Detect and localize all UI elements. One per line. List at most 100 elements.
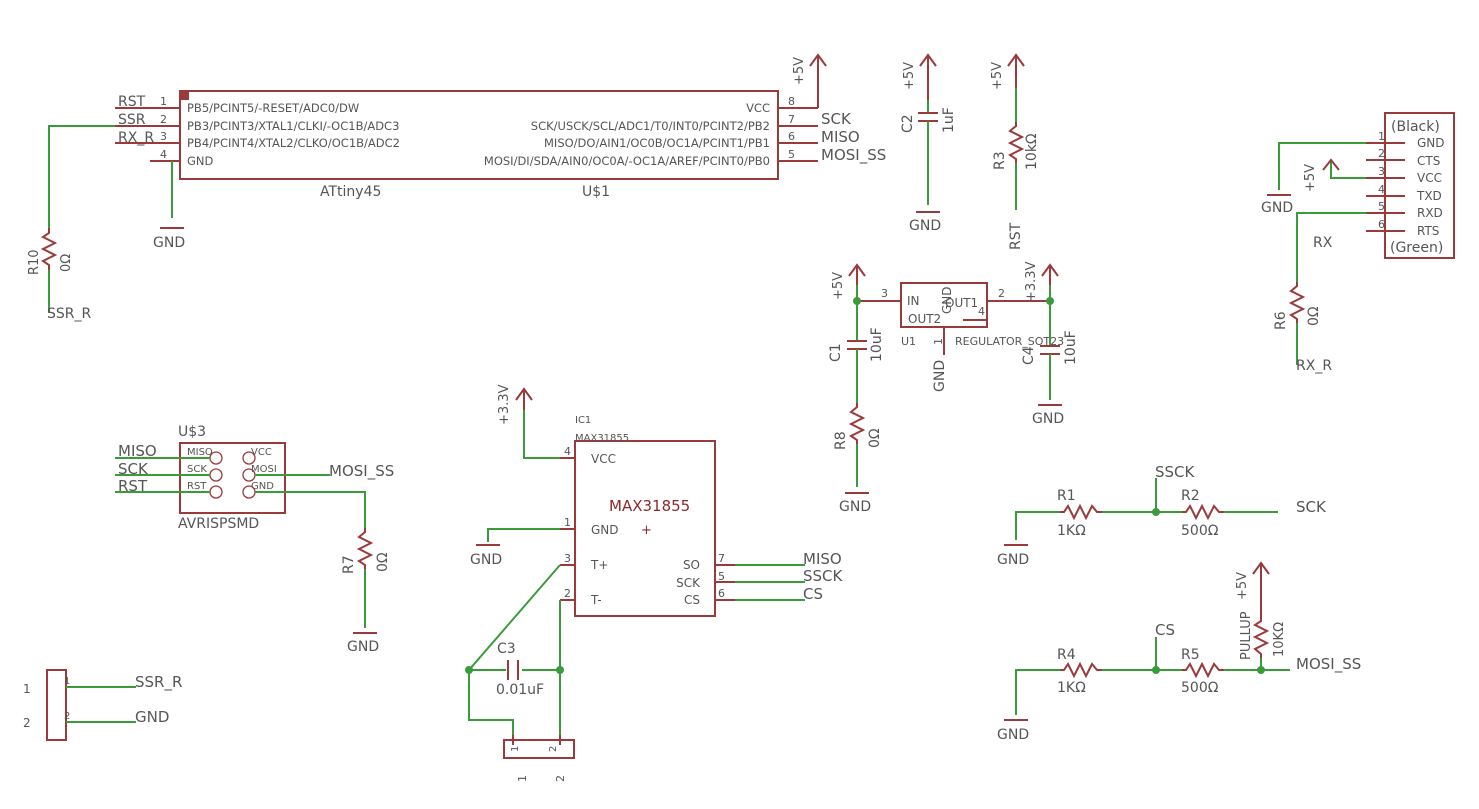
max-part: MAX31855 [575, 433, 629, 444]
c2-name: C2 [900, 114, 916, 133]
sck-div-sck: SCK [1296, 498, 1327, 516]
c2-net-5v: +5V [902, 62, 917, 90]
c2-net-gnd: GND [909, 218, 941, 234]
r10-name: R10 [27, 249, 42, 275]
ssr-pin-1: 1 [23, 682, 31, 696]
avrisp-net-sck: SCK [118, 460, 149, 478]
max-vcc: VCC [591, 452, 616, 466]
r3-net-rst: RST [1008, 222, 1024, 250]
ftdi-vcc-net: +5V [1303, 164, 1318, 192]
avrisp-gnd: GND [251, 481, 274, 492]
attiny-net-miso: MISO [821, 128, 860, 146]
r4-name: R4 [1057, 647, 1076, 663]
r7-resistor: R7 0Ω GND [341, 528, 391, 655]
attiny-gnd-symbol: GND [153, 161, 185, 251]
ssr-net-gnd: GND [135, 708, 169, 726]
max-net-ssck: SSCK [803, 567, 844, 585]
c4-capacitor: C4 10uF GND [1021, 301, 1079, 427]
r7-net-gnd: GND [347, 639, 379, 655]
regulator: IN OUT1 OUT2 GND U1 REGULATOR_SOT23 3 2 … [831, 261, 1064, 392]
attiny-ref: U$1 [582, 184, 610, 200]
c3-value: 0.01uF [496, 682, 544, 698]
max-net-miso: MISO [803, 550, 842, 568]
attiny-5v-label: +5V [792, 57, 807, 85]
max-ref: IC1 [575, 415, 591, 426]
max-pin-5: 5 [718, 570, 725, 583]
reg-gnd: GND [940, 286, 954, 314]
ssr-connector: 1 2 1 2 SSR_R GND [23, 669, 182, 741]
attiny-name: ATtiny45 [320, 184, 381, 200]
max-gnd: GND [591, 523, 619, 537]
r7-value: 0Ω [375, 552, 391, 572]
attiny-pin-2: 2 [160, 113, 167, 126]
r6-net-rx-r: RX_R [1296, 358, 1332, 374]
ftdi-top-label: (Black) [1391, 119, 1440, 135]
ftdi-bottom-label: (Green) [1390, 240, 1443, 256]
r1-name: R1 [1057, 488, 1076, 504]
reg-pin-gnd: 1 [932, 338, 945, 345]
attiny-5v-supply: +5V [792, 53, 827, 108]
attiny45-chip: RST SSR RX_R 1 2 3 4 PB5/PCINT5/-RESET/A… [115, 90, 886, 200]
max-pin-6: 6 [718, 587, 725, 600]
pullup-value: 10KΩ [1272, 622, 1287, 657]
ftdi-rxd: RXD [1417, 206, 1443, 220]
max-tminus: T- [590, 593, 602, 607]
attiny-pin-4: 4 [160, 148, 167, 161]
sck-divider: R1 1KΩ R2 500Ω SSCK SCK GND [997, 463, 1327, 568]
ftdi-gnd-net: GND [1261, 200, 1293, 216]
avrisp-vcc: VCC [251, 447, 272, 458]
attiny-func-pb4: PB4/PCINT4/XTAL2/CLKO/OC1B/ADC2 [187, 136, 400, 150]
r3-value: 10kΩ [1024, 133, 1040, 170]
attiny-gnd-label: GND [153, 235, 185, 251]
attiny-pin-6: 6 [788, 130, 795, 143]
cs-divider: R4 1KΩ R5 500Ω CS MOSI_SS GND PULLUP 10K… [997, 561, 1361, 743]
attiny-func-pb5: PB5/PCINT5/-RESET/ADC0/DW [187, 101, 359, 115]
c4-value: 10uF [1063, 330, 1079, 365]
max-sck: SCK [676, 576, 701, 590]
max-pin-2: 2 [564, 587, 571, 600]
attiny-net-rst: RST [118, 94, 146, 110]
c4-name: C4 [1021, 346, 1037, 365]
ssr-pin-2: 2 [23, 716, 31, 730]
tc-inner-2: 2 [548, 746, 559, 752]
cs-div-mosi-ss: MOSI_SS [1296, 655, 1361, 674]
pullup-name: PULLUP [1239, 611, 1254, 660]
reg-out-net: +3.3V [1024, 261, 1039, 302]
avrisp-net-miso: MISO [118, 442, 157, 460]
max-pin-1: 1 [564, 516, 571, 529]
ftdi-pin-2: 2 [1378, 147, 1385, 160]
avrisp-header: U$3 AVRISPSMD MISO SCK RST VCC MOSI GND … [115, 424, 394, 532]
attiny-net-rx-r: RX_R [118, 130, 154, 146]
reg-in: IN [907, 294, 920, 308]
max-tplus: T+ [590, 558, 608, 572]
max-so: SO [683, 558, 700, 572]
ftdi-pin-1: 1 [1378, 130, 1385, 143]
ftdi-txd: TXD [1416, 189, 1442, 203]
ftdi-header: (Black) (Green) 1 2 3 4 5 6 GND CTS VCC … [1261, 112, 1455, 282]
ftdi-rts: RTS [1417, 224, 1439, 238]
r6-name: R6 [1273, 311, 1289, 330]
ftdi-pin-5: 5 [1378, 200, 1385, 213]
max-plus: + [641, 523, 652, 538]
r5-name: R5 [1181, 647, 1200, 663]
r7-name: R7 [341, 555, 357, 574]
attiny-func-gnd: GND [187, 154, 214, 168]
max-pin-4: 4 [564, 445, 571, 458]
r10-net-ssr-r: SSR_R [47, 306, 92, 322]
r1-value: 1KΩ [1057, 523, 1086, 539]
pullup-net-5v: +5V [1235, 572, 1250, 600]
ssr-inner-1: 1 [64, 676, 70, 687]
r6-resistor: R6 0Ω RX_R [1273, 282, 1332, 374]
avrisp-mosi: MOSI [251, 464, 277, 475]
r6-value: 0Ω [1306, 306, 1322, 326]
r4-value: 1KΩ [1057, 680, 1086, 696]
avrisp-net-mosi-ss: MOSI_SS [329, 462, 394, 481]
ssr-net-ssr-r: SSR_R [135, 673, 182, 692]
attiny-pin-8: 8 [788, 95, 795, 108]
attiny-func-pb1: MISO/DO/AIN1/OC0B/OC1A/PCINT1/PB1 [544, 136, 770, 150]
r10-value: 0Ω [59, 254, 74, 272]
max-cs: CS [684, 593, 700, 607]
r10-resistor: R10 0Ω SSR_R [27, 125, 115, 322]
attiny-pin-1: 1 [160, 95, 167, 108]
